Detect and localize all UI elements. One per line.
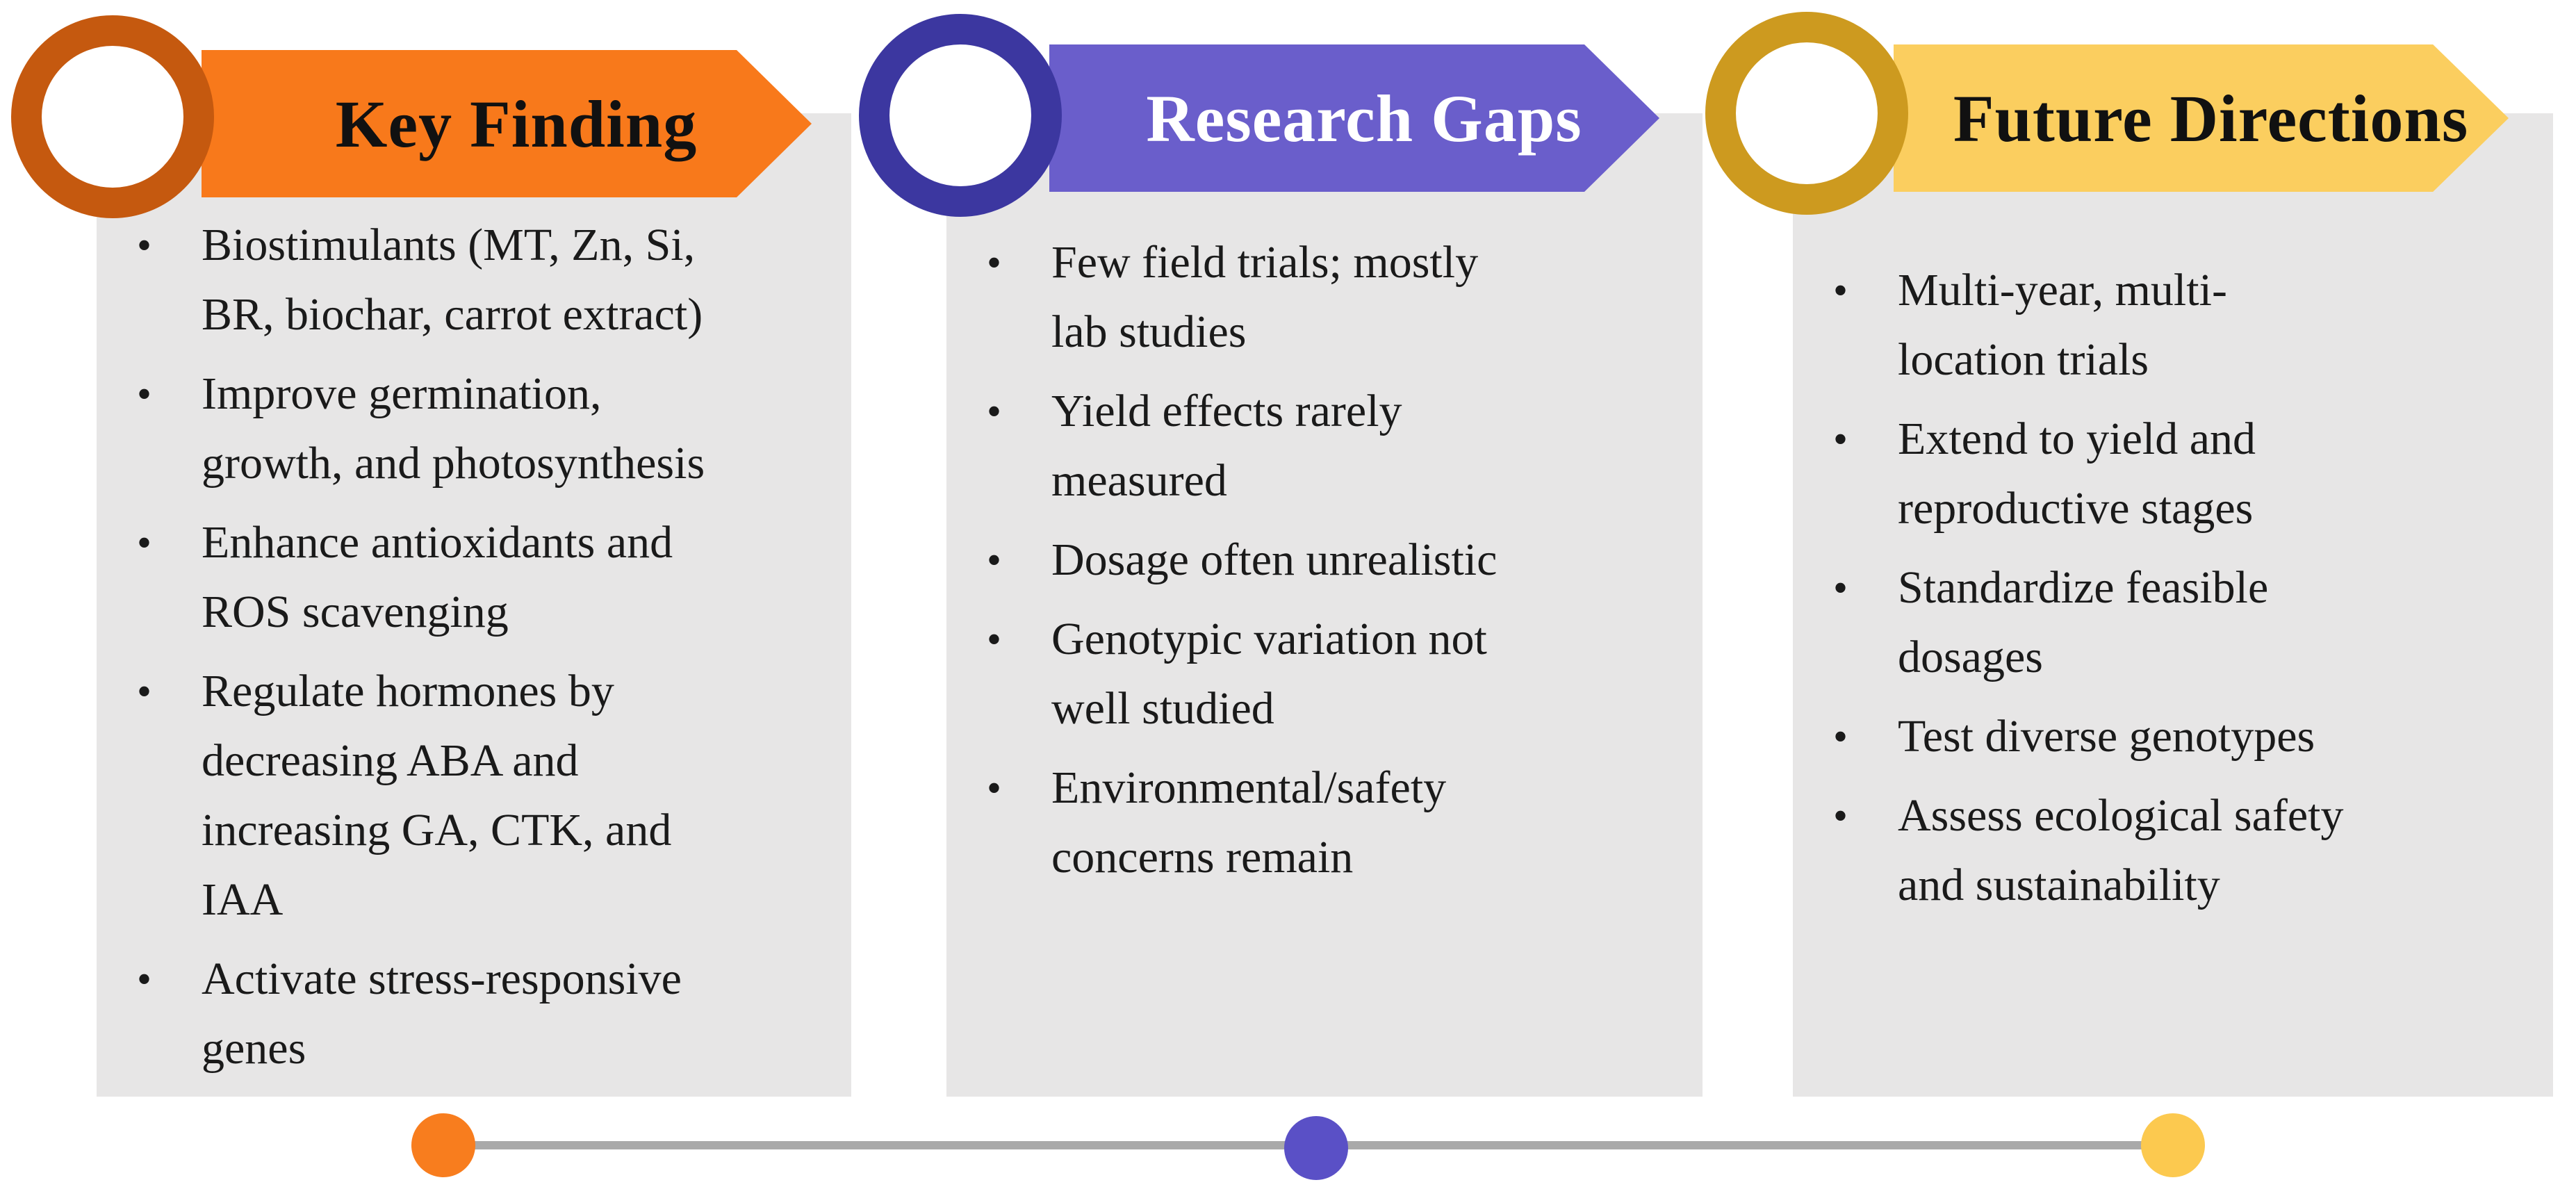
key-finding-panel: Biostimulants (MT, Zn, Si, BR, biochar, …	[97, 113, 851, 1097]
list-item: Dosage often unrealistic	[946, 525, 1703, 595]
future-directions-bullet-list: Multi-year, multi- location trials Exten…	[1793, 113, 2553, 920]
list-item: Yield effects rarely measured	[946, 377, 1703, 516]
list-item: Test diverse genotypes	[1793, 702, 2553, 771]
list-item: Few field trials; mostly lab studies	[946, 228, 1703, 367]
ring-icon	[1705, 12, 1908, 215]
list-item: Multi-year, multi- location trials	[1793, 256, 2553, 395]
section-title: Future Directions	[1953, 81, 2469, 156]
key-finding-arrow-banner: Key Finding	[202, 50, 812, 197]
list-item: Assess ecological safety and sustainabil…	[1793, 781, 2553, 920]
research-gaps-arrow-banner: Research Gaps	[1049, 44, 1659, 192]
research-gaps-panel: Few field trials; mostly lab studies Yie…	[946, 113, 1703, 1097]
future-directions-panel: Multi-year, multi- location trials Exten…	[1793, 113, 2553, 1097]
ring-icon	[11, 15, 214, 218]
list-item: Standardize feasible dosages	[1793, 553, 2553, 692]
section-title: Key Finding	[335, 86, 698, 161]
section-title: Research Gaps	[1146, 81, 1582, 156]
research-gaps-bullet-list: Few field trials; mostly lab studies Yie…	[946, 113, 1703, 892]
list-item: Regulate hormones by decreasing ABA and …	[97, 657, 851, 935]
list-item: Improve germination, growth, and photosy…	[97, 359, 851, 498]
ring-icon	[859, 14, 1062, 217]
timeline-dot	[411, 1113, 475, 1177]
list-item: Activate stress-responsive genes	[97, 944, 851, 1083]
list-item: Enhance antioxidants and ROS scavenging	[97, 508, 851, 647]
timeline-dot	[2141, 1113, 2205, 1177]
list-item: Biostimulants (MT, Zn, Si, BR, biochar, …	[97, 211, 851, 350]
list-item: Extend to yield and reproductive stages	[1793, 404, 2553, 543]
key-finding-bullet-list: Biostimulants (MT, Zn, Si, BR, biochar, …	[97, 113, 851, 1083]
list-item: Genotypic variation not well studied	[946, 605, 1703, 744]
timeline-dot	[1284, 1116, 1348, 1180]
future-directions-arrow-banner: Future Directions	[1894, 44, 2509, 192]
list-item: Environmental/safety concerns remain	[946, 753, 1703, 892]
